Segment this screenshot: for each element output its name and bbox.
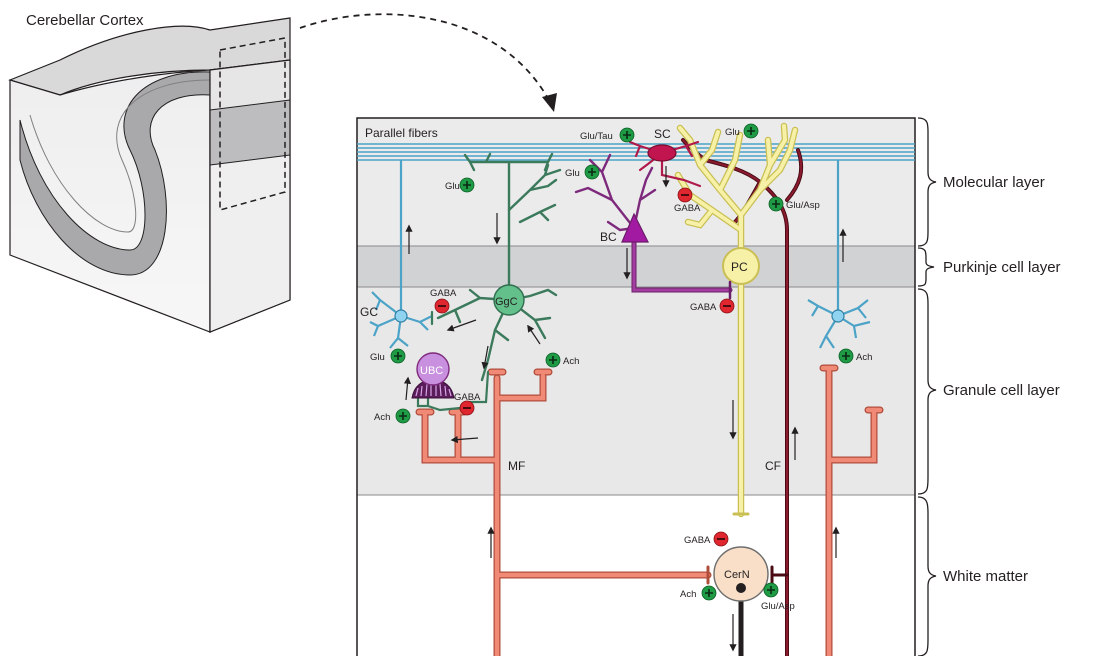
- bc-label: BC: [600, 230, 617, 244]
- flow-arrows: [403, 166, 847, 652]
- layer-labels: Molecular layer Purkinje cell layer Gran…: [943, 174, 1061, 585]
- glu-asp-label-cern: Glu/Asp: [761, 601, 795, 612]
- plus-icon: [545, 352, 561, 368]
- minus-icon: [434, 298, 450, 314]
- gaba-label-gc: GABA: [430, 288, 457, 299]
- purkinje-cell: [674, 122, 799, 518]
- ggc-label: GgC: [495, 296, 518, 308]
- gaba-label-bc: GABA: [690, 302, 717, 313]
- cern-label: CerN: [724, 569, 750, 581]
- mf-label: MF: [508, 459, 525, 473]
- minus-icon: [719, 298, 735, 314]
- purkinje-soma: [722, 247, 760, 285]
- cf-label: CF: [765, 459, 781, 473]
- glu-label-pc: Glu: [725, 127, 740, 138]
- plus-icon: [701, 585, 717, 601]
- plus-icon: [619, 127, 635, 143]
- plus-icon: [395, 408, 411, 424]
- granule-layer-label: Granule cell layer: [943, 382, 1060, 399]
- ubc-label: UBC: [420, 365, 443, 377]
- layer-braces: [917, 117, 937, 656]
- plus-icon: [838, 348, 854, 364]
- basket-cell: [574, 153, 733, 300]
- plus-icon: [390, 348, 406, 364]
- plus-icon: [743, 123, 759, 139]
- cell-labels: SC BC PC GgC GC UBC MF CF CerN: [360, 127, 781, 581]
- mossy-fiber-right: [819, 364, 884, 656]
- granule-cell-right: [807, 160, 871, 349]
- gaba-label-sc: GABA: [674, 203, 701, 214]
- ach-label-ggc: Ach: [563, 356, 579, 367]
- plus-icon: [459, 177, 475, 193]
- plus-icon: [768, 196, 784, 212]
- unipolar-brush-cell: [411, 352, 455, 399]
- plus-icon: [584, 164, 600, 180]
- parallel-fibers-label: Parallel fibers: [365, 126, 438, 140]
- white-matter-label: White matter: [943, 568, 1028, 585]
- transmitter-labels: Glu/Tau Glu Glu Glu GABA Glu/Asp GABA GA…: [370, 127, 872, 612]
- mossy-fiber-left: [415, 368, 712, 656]
- ach-label-ubc: Ach: [374, 412, 390, 423]
- golgi-soma: [493, 284, 525, 316]
- glu-label-ubc: Glu: [370, 352, 385, 363]
- pc-label: PC: [731, 260, 748, 274]
- gaba-label-cern: GABA: [684, 535, 711, 546]
- minus-icon: [459, 400, 475, 416]
- ach-label-cern: Ach: [680, 589, 696, 600]
- molecular-layer-label: Molecular layer: [943, 174, 1045, 191]
- granule-cell-left: [369, 160, 433, 349]
- glu-label-ggc: Glu: [445, 181, 460, 192]
- stellate-cell: [628, 140, 702, 188]
- cern-soma: [713, 546, 769, 602]
- cerebellar-nucleus: [713, 546, 769, 656]
- gaba-label-ubc: GABA: [454, 392, 481, 403]
- minus-icon: [677, 187, 693, 203]
- glu-label-bc: Glu: [565, 168, 580, 179]
- ach-label-gc: Ach: [856, 352, 872, 363]
- cortex-illustration: Cerebellar Cortex: [8, 12, 557, 333]
- glu-tau-label: Glu/Tau: [580, 131, 613, 142]
- ubc-soma: [416, 352, 450, 386]
- purkinje-layer-label: Purkinje cell layer: [943, 259, 1061, 276]
- glu-asp-label-pc: Glu/Asp: [786, 200, 820, 211]
- minus-icon: [713, 531, 729, 547]
- gc-label: GC: [360, 305, 378, 319]
- plus-icon: [763, 582, 779, 598]
- sc-label: SC: [654, 127, 671, 141]
- figure-title: Cerebellar Cortex: [26, 12, 144, 29]
